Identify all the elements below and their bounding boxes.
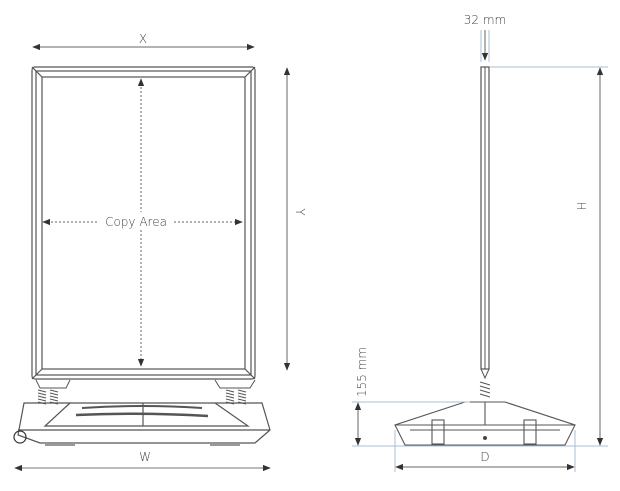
dimension-h-label: H <box>575 201 589 210</box>
dimension-h: H <box>575 67 604 446</box>
dimension-d-label: D <box>480 450 489 464</box>
dimension-x-label: X <box>139 32 147 46</box>
side-base <box>394 401 576 446</box>
dimension-w-label: W <box>139 450 151 464</box>
dimension-y: Y <box>283 67 307 371</box>
copy-area-dimension: Copy Area <box>42 78 243 367</box>
side-view: 32 mm H 155 mm D <box>352 13 608 472</box>
dimension-base-height: 155 mm <box>354 347 369 446</box>
copy-area-label: Copy Area <box>105 215 167 229</box>
pole <box>479 66 491 398</box>
springs <box>35 379 256 405</box>
front-view: X Y Copy Area W <box>13 32 307 472</box>
guide-lines <box>352 30 608 472</box>
dimension-thickness: 32 mm <box>464 13 506 61</box>
dimension-w: W <box>14 450 271 472</box>
dimension-x: X <box>32 32 255 51</box>
dimension-thickness-label: 32 mm <box>464 13 506 27</box>
dimension-base-height-label: 155 mm <box>355 347 369 397</box>
weighted-base <box>13 402 271 446</box>
dimension-y-label: Y <box>293 208 307 216</box>
dimension-d: D <box>395 450 575 471</box>
poster-frame <box>31 66 256 380</box>
